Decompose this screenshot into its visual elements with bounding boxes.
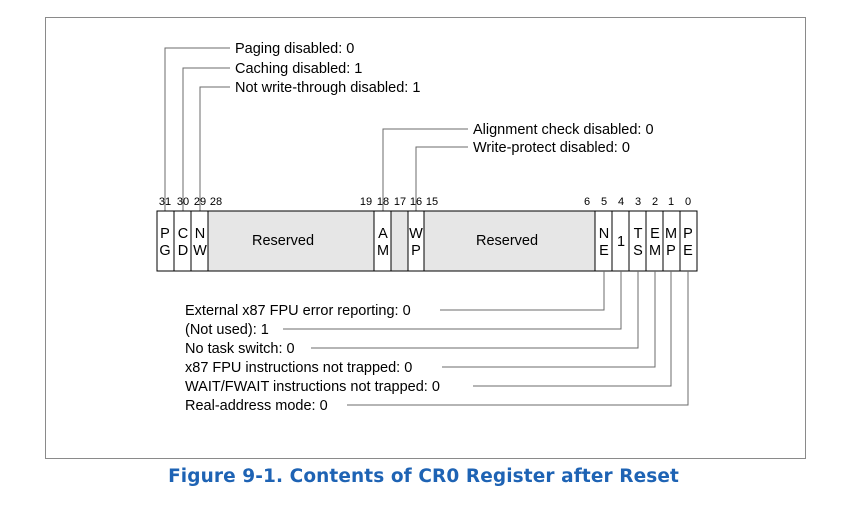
label-fpu-not-trapped: x87 FPU instructions not trapped: 0 bbox=[185, 360, 412, 376]
field-pg-1: P bbox=[160, 226, 170, 242]
field-wp-1: W bbox=[409, 226, 423, 242]
field-am-1: A bbox=[378, 226, 388, 242]
label-fpu-error-reporting: External x87 FPU error reporting: 0 bbox=[185, 303, 411, 319]
leader-write-protect bbox=[415, 146, 468, 211]
leader-caching bbox=[182, 67, 230, 211]
field-nw-2: W bbox=[193, 243, 207, 259]
register-outline bbox=[156, 210, 698, 272]
bit-number-19: 19 bbox=[360, 196, 372, 208]
field-ne-2: E bbox=[599, 243, 609, 259]
field-pe-2: E bbox=[683, 243, 693, 259]
field-ts-2: S bbox=[633, 243, 643, 259]
label-paging-disabled: Paging disabled: 0 bbox=[235, 41, 354, 57]
leader-em bbox=[442, 271, 656, 368]
field-reserved-mid: Reserved bbox=[476, 233, 538, 249]
bit-numbers: 31 30 29 28 19 18 17 16 15 6 5 4 3 2 1 0 bbox=[159, 196, 691, 208]
leader-ne bbox=[440, 271, 605, 311]
bit-number-17: 17 bbox=[394, 196, 406, 208]
field-et: 1 bbox=[617, 234, 625, 250]
field-em-1: E bbox=[650, 226, 660, 242]
bit-number-0: 0 bbox=[685, 196, 691, 208]
field-wp-2: P bbox=[411, 243, 421, 259]
bit-number-5: 5 bbox=[601, 196, 607, 208]
field-mp-2: P bbox=[666, 243, 676, 259]
leader-mp bbox=[473, 271, 672, 387]
figure-frame bbox=[45, 17, 806, 459]
bit-number-29: 29 bbox=[194, 196, 206, 208]
field-nw-1: N bbox=[195, 226, 205, 242]
bit-number-1: 1 bbox=[668, 196, 674, 208]
bit-number-18: 18 bbox=[377, 196, 389, 208]
bottom-leader-lines bbox=[283, 271, 689, 406]
bit-dividers bbox=[173, 211, 681, 271]
field-pe-1: P bbox=[683, 226, 693, 242]
leader-paging bbox=[164, 47, 230, 211]
bit-number-28: 28 bbox=[210, 196, 222, 208]
label-alignment-check-disabled: Alignment check disabled: 0 bbox=[473, 122, 654, 138]
field-pg-2: G bbox=[159, 243, 170, 259]
reserved-mid-fill bbox=[424, 211, 595, 271]
bit-number-3: 3 bbox=[635, 196, 641, 208]
register-box bbox=[156, 210, 698, 272]
field-mp-1: M bbox=[665, 226, 677, 242]
label-wait-not-trapped: WAIT/FWAIT instructions not trapped: 0 bbox=[185, 379, 440, 395]
bit-number-16: 16 bbox=[410, 196, 422, 208]
label-no-task-switch: No task switch: 0 bbox=[185, 341, 295, 357]
bit-number-6: 6 bbox=[584, 196, 590, 208]
bit-number-30: 30 bbox=[177, 196, 189, 208]
field-em-2: M bbox=[649, 243, 661, 259]
field-reserved-high: Reserved bbox=[252, 233, 314, 249]
leader-alignment bbox=[382, 128, 468, 211]
bit-number-2: 2 bbox=[652, 196, 658, 208]
label-caching-disabled: Caching disabled: 1 bbox=[235, 61, 362, 77]
leader-ts bbox=[311, 271, 639, 349]
label-real-address-mode: Real-address mode: 0 bbox=[185, 398, 328, 414]
leader-et bbox=[283, 271, 622, 330]
leader-pe bbox=[347, 271, 689, 406]
top-leader-lines bbox=[164, 47, 468, 211]
bit-number-31: 31 bbox=[159, 196, 171, 208]
field-cd-1: C bbox=[178, 226, 188, 242]
label-write-protect-disabled: Write-protect disabled: 0 bbox=[473, 140, 630, 156]
field-ts-1: T bbox=[634, 226, 643, 242]
label-not-used: (Not used): 1 bbox=[185, 322, 269, 338]
bit-number-4: 4 bbox=[618, 196, 624, 208]
reserved-high-fill bbox=[208, 211, 374, 271]
bit-number-15: 15 bbox=[426, 196, 438, 208]
reserved-bit17-fill bbox=[391, 211, 408, 271]
figure-caption: Figure 9-1. Contents of CR0 Register aft… bbox=[168, 466, 679, 487]
field-labels: P G C D N W Reserved A M W P Reserved N … bbox=[159, 226, 693, 259]
label-not-write-through-disabled: Not write-through disabled: 1 bbox=[235, 80, 420, 96]
field-am-2: M bbox=[377, 243, 389, 259]
field-cd-2: D bbox=[178, 243, 188, 259]
field-ne-1: N bbox=[599, 226, 609, 242]
leader-not-write-through bbox=[199, 86, 230, 211]
